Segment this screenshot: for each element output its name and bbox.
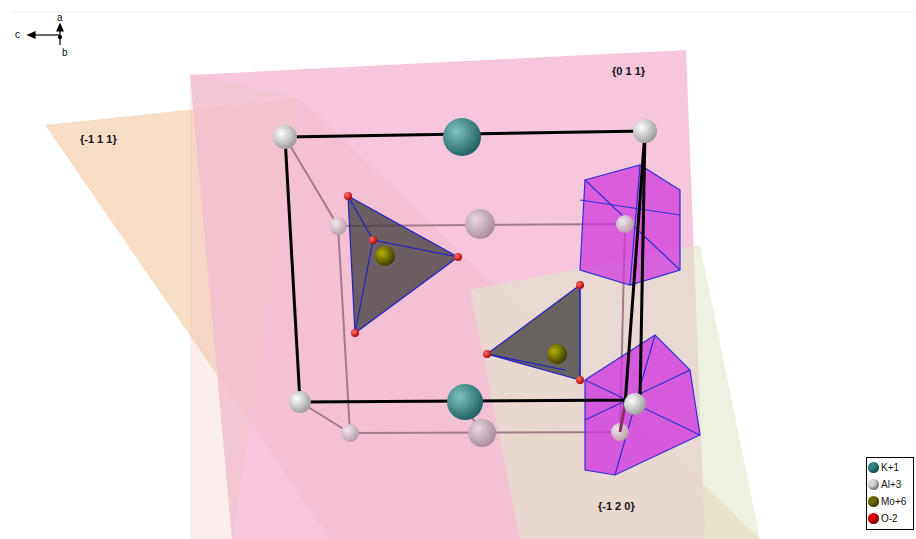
legend-text: O-2 [881, 513, 898, 524]
legend-swatch [868, 496, 879, 507]
legend-text: Mo+6 [881, 496, 906, 507]
unit-cell [285, 131, 645, 432]
plane-label: {-1 1 1} [80, 133, 117, 145]
legend-swatch [868, 513, 879, 524]
legend-row: O-2 [868, 510, 912, 527]
legend-text: K+1 [881, 462, 899, 473]
axis-label: b [62, 47, 68, 58]
legend-swatch [868, 479, 879, 490]
plane-label: {0 1 1} [612, 65, 645, 77]
legend-swatch [868, 462, 879, 473]
mo-tetrahedron [348, 196, 580, 380]
legend-row: Al+3 [868, 476, 912, 493]
axis-label: c [15, 29, 20, 40]
plane-label: {-1 2 0} [598, 500, 635, 512]
unit-cell-back [285, 137, 625, 433]
legend-row: Mo+6 [868, 493, 912, 510]
plane-120 [470, 245, 760, 539]
axis-triad [28, 24, 63, 45]
legend: K+1Al+3Mo+6O-2 [866, 457, 914, 530]
axis-label: a [57, 12, 63, 23]
legend-text: Al+3 [881, 479, 901, 490]
legend-row: K+1 [868, 459, 912, 476]
